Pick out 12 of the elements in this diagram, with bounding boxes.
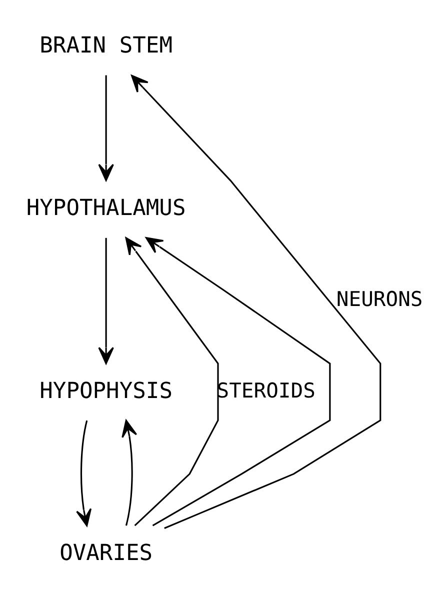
arrow — [131, 74, 382, 529]
arrow — [122, 420, 138, 526]
node-text: HYPOPHYSIS — [40, 378, 172, 404]
arrow — [76, 420, 92, 526]
node-text: BRAIN STEM — [40, 34, 172, 59]
node-text: OVARIES — [60, 541, 153, 566]
arrow — [125, 237, 219, 526]
arrow — [145, 236, 331, 526]
arrow — [98, 75, 114, 182]
arrow — [98, 238, 114, 364]
node-text: HYPOTHALAMUS — [26, 196, 186, 221]
edge-label: NEURONS — [336, 286, 423, 311]
